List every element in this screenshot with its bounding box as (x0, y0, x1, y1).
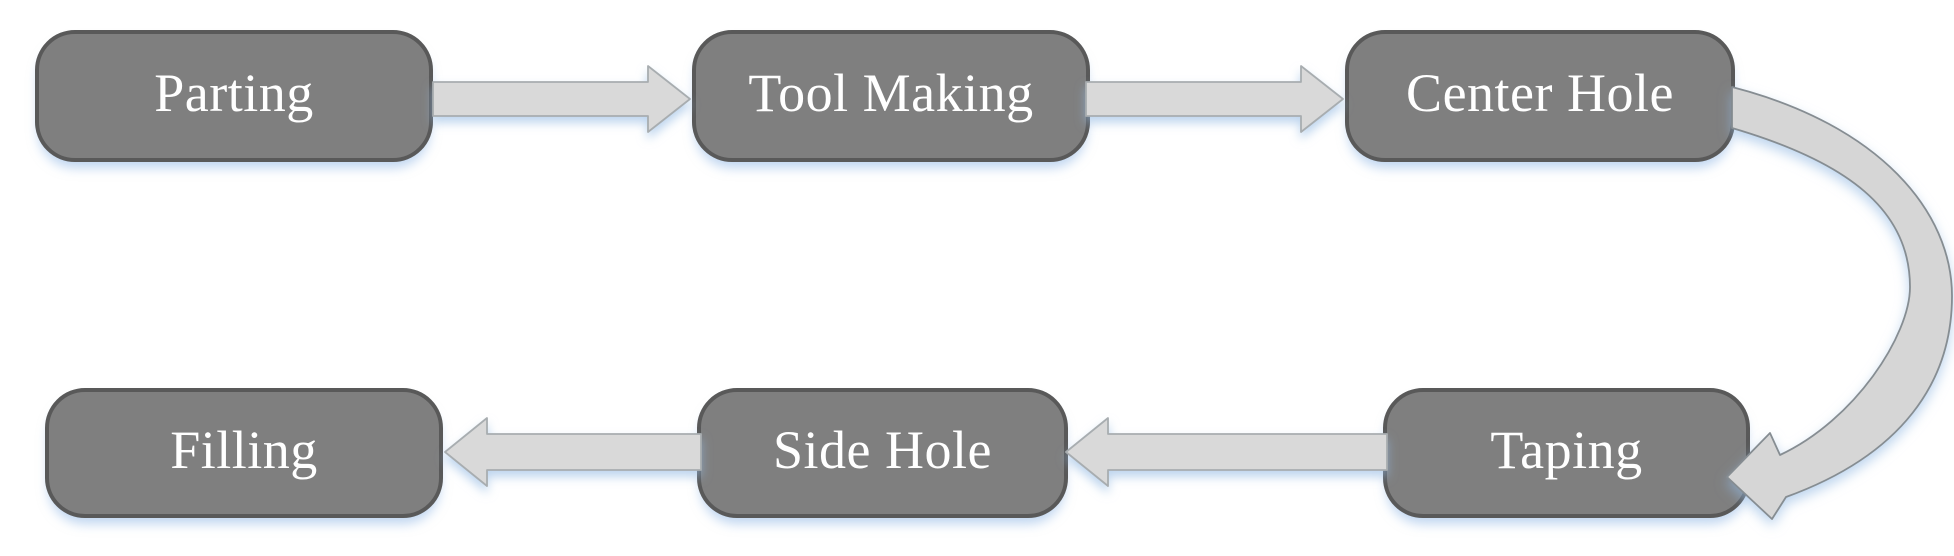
node-taping: Taping (1383, 388, 1750, 518)
arrow-taping-to-side-hole (1065, 417, 1388, 487)
arrow-parting-to-tool-making (432, 65, 691, 133)
node-side-hole-label: Side Hole (773, 420, 992, 480)
node-taping-label: Taping (1490, 420, 1643, 480)
node-parting-label: Parting (154, 63, 314, 123)
node-center-hole: Center Hole (1345, 30, 1735, 162)
node-side-hole: Side Hole (697, 388, 1068, 518)
node-parting: Parting (35, 30, 433, 162)
node-center-hole-label: Center Hole (1406, 63, 1674, 123)
arrow-tool-making-to-center-hole (1085, 65, 1344, 133)
node-filling-label: Filling (170, 420, 318, 480)
node-tool-making: Tool Making (692, 30, 1090, 162)
node-tool-making-label: Tool Making (748, 63, 1034, 123)
node-filling: Filling (45, 388, 443, 518)
arrow-side-hole-to-filling (444, 417, 702, 487)
arrow-center-hole-to-taping (1726, 86, 1953, 520)
